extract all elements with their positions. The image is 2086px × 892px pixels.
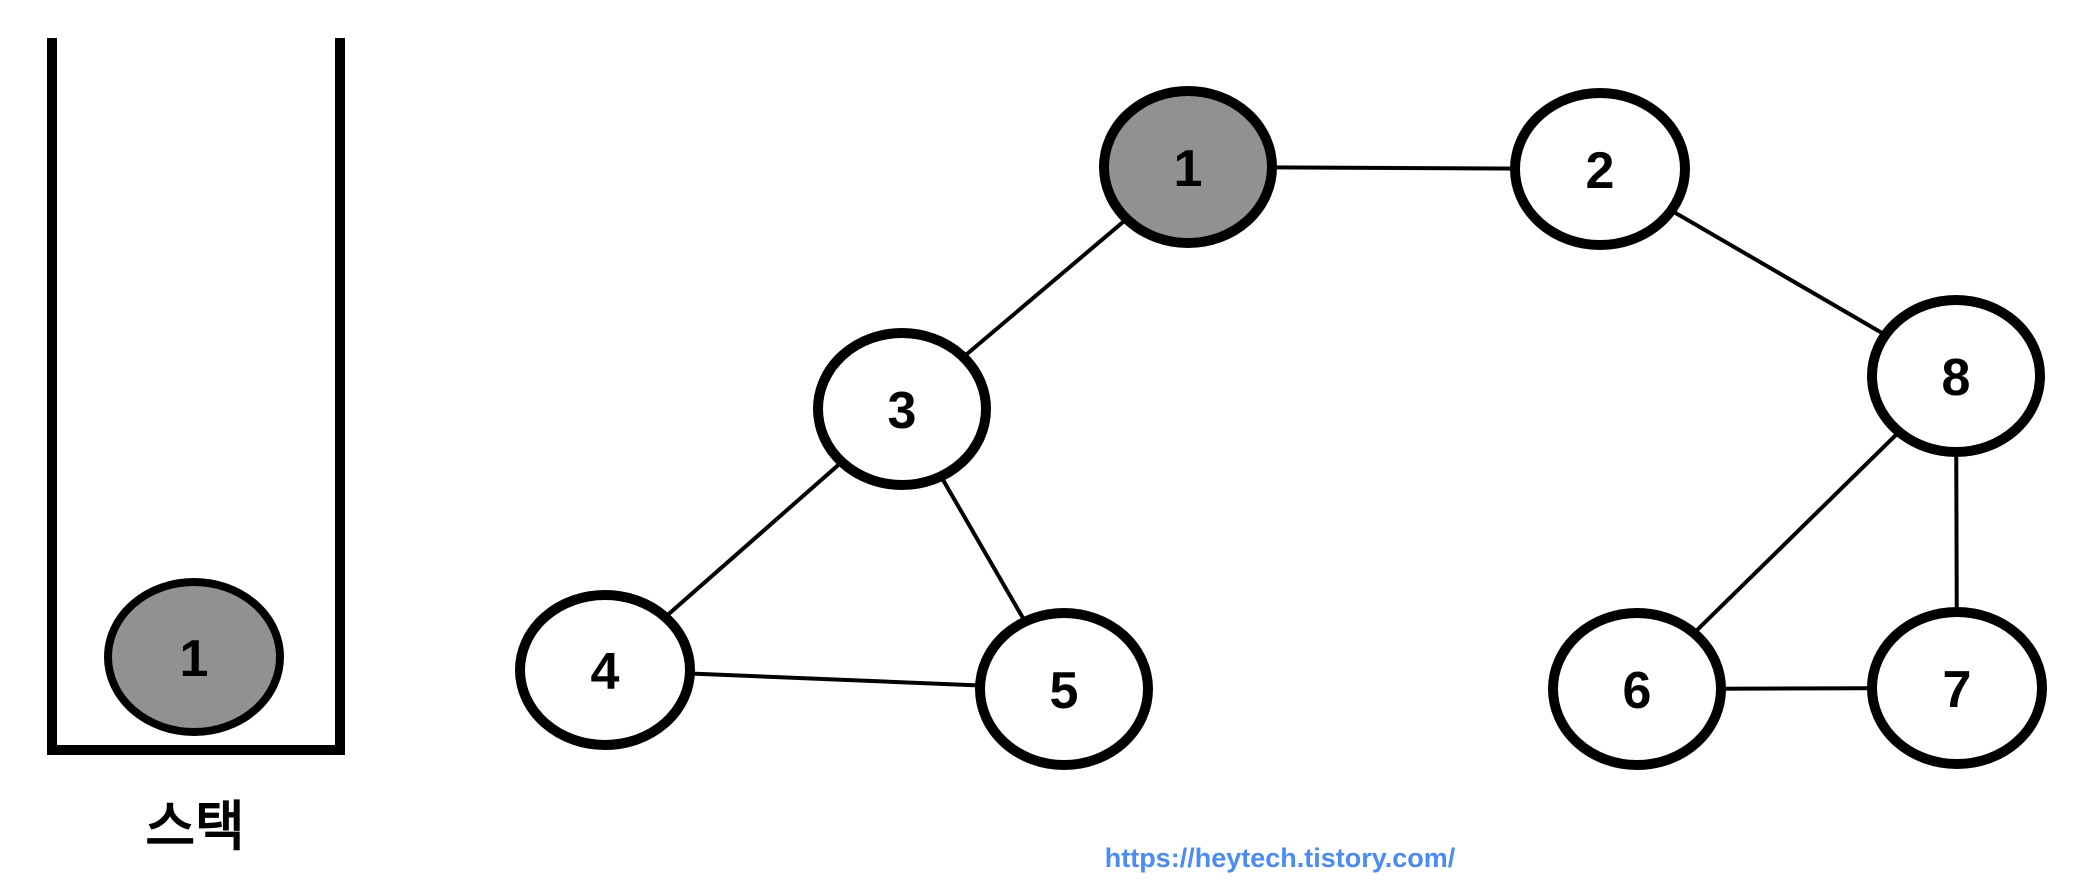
node-2-circle [1510, 88, 1690, 250]
node-7-circle [1867, 607, 2047, 769]
node-6-circle [1548, 608, 1726, 770]
node-5-label: 5 [1050, 662, 1079, 720]
node-group: 1 2 3 4 5 6 7 [515, 86, 2047, 770]
stack-container [47, 38, 345, 755]
node-3-label: 3 [888, 382, 917, 440]
footer-url-link[interactable]: https://heytech.tistory.com/ [1104, 843, 1456, 873]
edge-group [603, 165, 1959, 691]
node-4-label: 4 [591, 643, 620, 701]
stack-item-1-label: 1 [180, 630, 209, 688]
node-7-label: 7 [1943, 661, 1972, 719]
stack-caption: 스택 [145, 797, 244, 857]
graph-node-4: 4 [515, 590, 695, 750]
graph-node-7: 7 [1867, 607, 2047, 769]
graph-node-6: 6 [1548, 608, 1726, 770]
stack-item-1: 1 [104, 578, 284, 736]
node-2-label: 2 [1586, 142, 1615, 200]
node-3-circle [813, 328, 991, 490]
graph-node-2: 2 [1510, 88, 1690, 250]
node-4-circle [515, 590, 695, 750]
graph-node-8: 8 [1867, 295, 2045, 457]
node-1-circle [1099, 86, 1277, 248]
node-8-circle [1867, 295, 2045, 457]
stack: 1 스택 [47, 38, 345, 857]
graph-node-5: 5 [975, 608, 1153, 770]
node-5-circle [975, 608, 1153, 770]
node-6-label: 6 [1623, 662, 1652, 720]
node-8-label: 8 [1942, 349, 1971, 407]
graph-node-1: 1 [1099, 86, 1277, 248]
stack-item-1-circle [104, 578, 284, 736]
node-1-label: 1 [1174, 140, 1203, 198]
graph-node-3: 3 [813, 328, 991, 490]
